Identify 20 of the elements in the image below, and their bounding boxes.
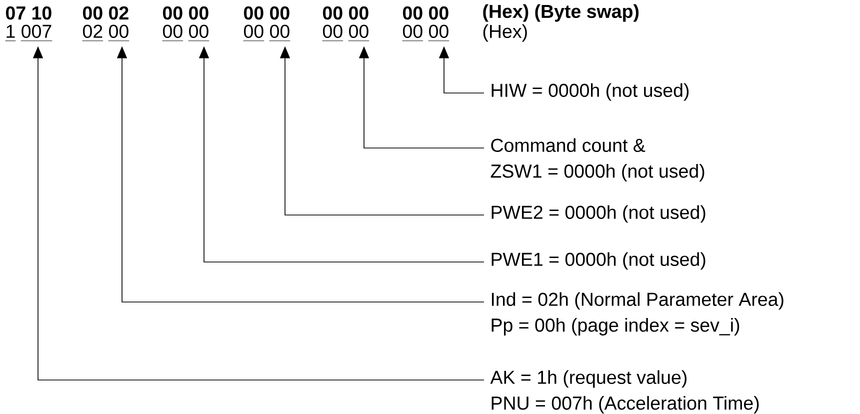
description-text: AK = 1h (request value) PNU = 007h (Acceleration Time) xyxy=(490,370,759,414)
hex-label: 00 02 xyxy=(82,6,128,20)
hex-label: (Hex) xyxy=(483,24,527,42)
hex-value: 00 00 xyxy=(402,24,450,42)
hex-label: 00 00 xyxy=(244,6,290,20)
hex-value: 02 00 xyxy=(82,24,130,42)
hex-label: (Hex) (Byte swap) xyxy=(483,4,639,22)
description-text: PWE1 = 0000h (not used) xyxy=(492,252,706,270)
hex-label: 07 10 xyxy=(6,6,52,20)
hex-label: 00 00 xyxy=(322,6,368,20)
hex-value: 00 00 xyxy=(322,24,370,42)
hex-value: 00 00 xyxy=(243,24,290,42)
description-text: Ind = 02h (Normal Parameter Area) Pp = 00h (page index = sev_i) xyxy=(492,292,784,336)
description-text: PWE2 = 0000h (not used) xyxy=(492,205,706,223)
description-text: HIW = 0000h (not used) xyxy=(492,83,689,101)
hex-value: 1 007 xyxy=(5,24,52,42)
hex-label: 00 00 xyxy=(162,6,208,20)
hex-label: 00 00 xyxy=(402,6,448,20)
description-text: Command count & ZSW1 = 0000h (not used) xyxy=(490,138,704,182)
hex-value: 00 00 xyxy=(162,24,210,42)
